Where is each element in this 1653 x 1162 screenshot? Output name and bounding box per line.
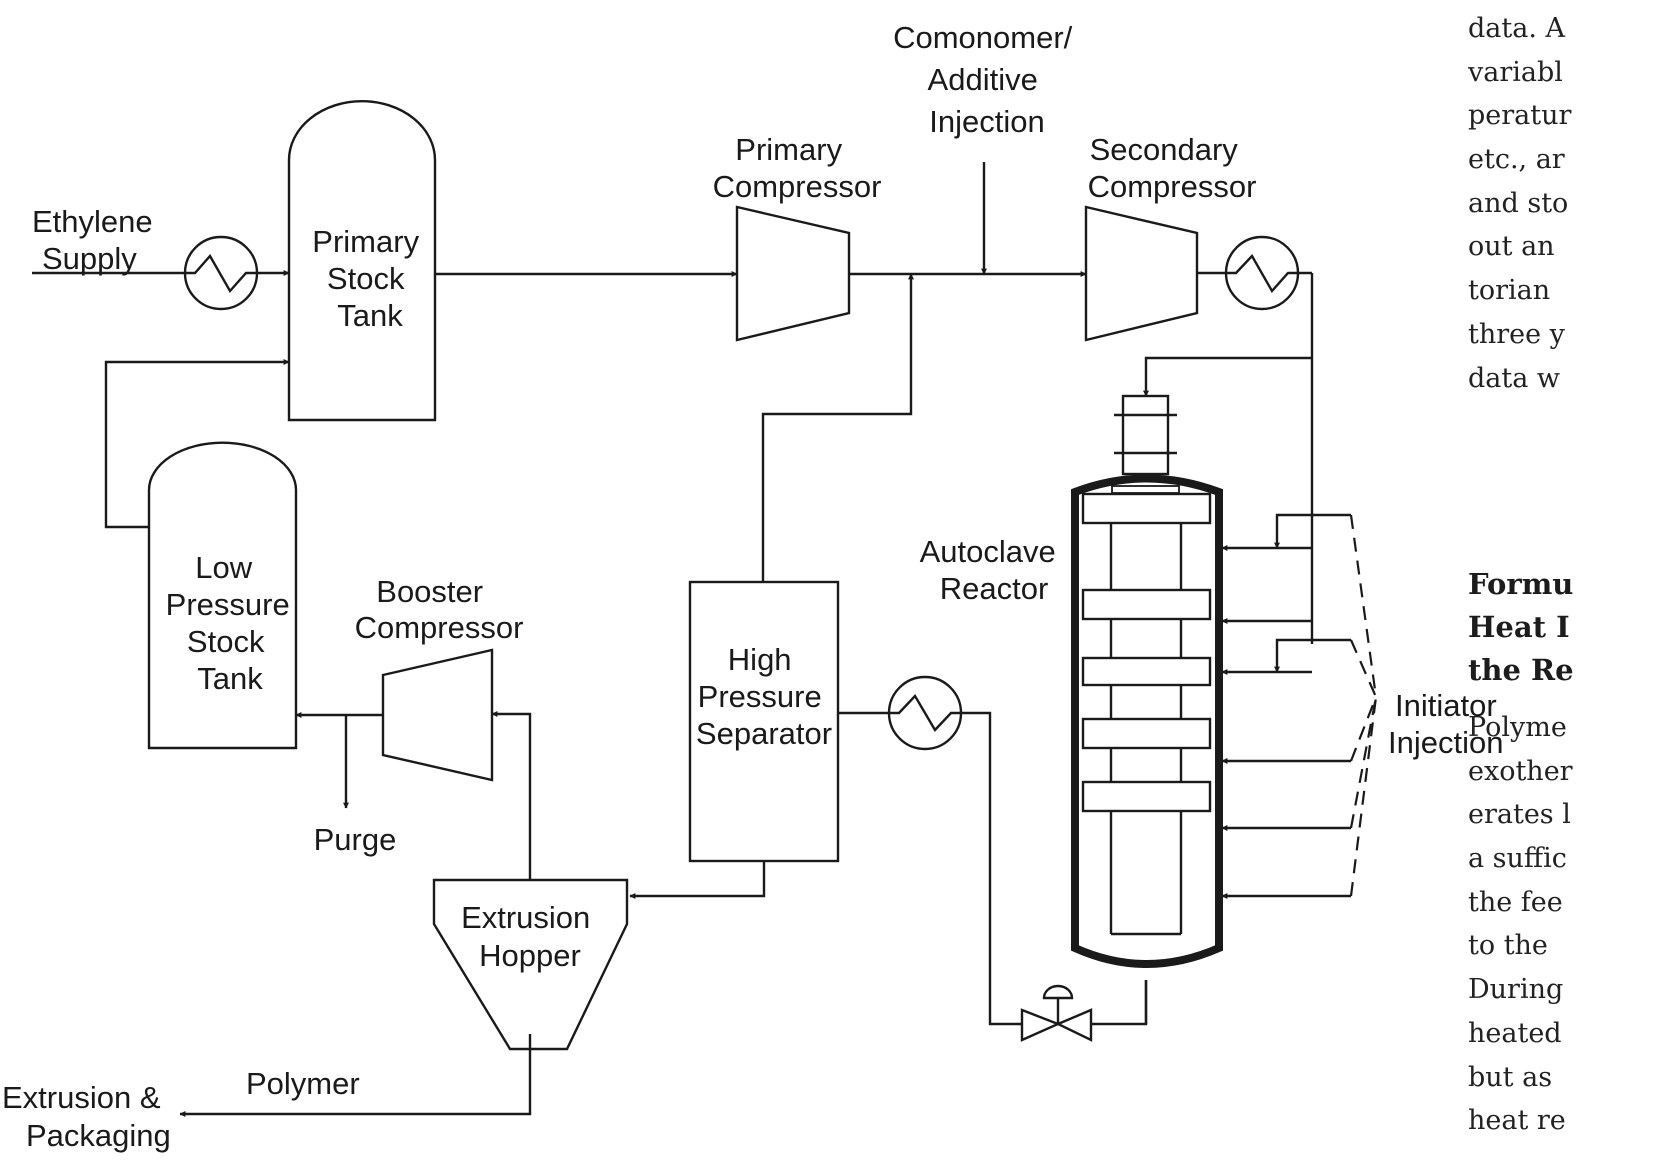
text-line: out an [1468, 231, 1555, 263]
valve-icon [1020, 984, 1093, 1042]
text-line: three y [1468, 318, 1565, 350]
label-extrusion-hopper: Extrusion Hopper [461, 900, 599, 973]
text-line: the fee [1468, 886, 1563, 918]
text-line: heat re [1468, 1105, 1566, 1137]
primary-compressor [735, 205, 851, 342]
label-polymer: Polymer [246, 1066, 360, 1101]
text-line: variabl [1468, 56, 1563, 88]
heat-exchanger-icon [183, 235, 259, 311]
text-line: peratur [1468, 100, 1572, 132]
text-line: but as [1468, 1061, 1553, 1093]
extrusion-hopper [432, 878, 629, 1051]
text-line: to the [1468, 930, 1548, 962]
heading-line: Formu [1468, 567, 1574, 601]
label-autoclave-reactor: Autoclave Reactor [920, 534, 1065, 606]
text-line: data w [1468, 362, 1561, 394]
initiator-brace [1349, 514, 1378, 897]
text-line: etc., ar [1468, 144, 1565, 176]
paragraph-body: Polyme exother erates l a suffic the fee… [1468, 706, 1573, 1143]
autoclave-reactor [1071, 474, 1223, 1024]
label-booster-compressor: Booster Compressor [355, 574, 524, 645]
booster-compressor [381, 648, 494, 782]
text-line: torian [1468, 275, 1551, 307]
text-line: and sto [1468, 187, 1569, 219]
initiator-branch [1274, 513, 1351, 549]
text-line: heated [1468, 1017, 1562, 1049]
hopper-recycle-line [491, 711, 532, 880]
reactor-outlet-line [1091, 980, 1148, 1026]
heading-line: Heat I [1468, 610, 1570, 644]
flow-line [960, 711, 1022, 1026]
heat-exchanger-icon [1224, 235, 1312, 311]
text-line: Polyme [1468, 712, 1567, 743]
recycle-line [104, 359, 290, 529]
paragraph-top: data. A variabl peratur etc., ar and sto… [1468, 7, 1571, 400]
heat-exchanger-icon [887, 675, 963, 751]
label-ethylene-supply: Ethylene Supply [32, 204, 161, 276]
text-line: During [1468, 974, 1564, 1006]
label-high-pressure-separator: High Pressure Separator [696, 642, 832, 751]
high-pressure-separator [688, 580, 840, 863]
label-secondary-compressor: Secondary Compressor [1088, 132, 1257, 204]
page-text-column: data. A variabl peratur etc., ar and sto… [1468, 0, 1653, 1162]
polymer-line [179, 1034, 532, 1117]
label-comonomer-injection: Comonomer/ Additive Injection [893, 20, 1081, 139]
text-line: erates l [1468, 799, 1571, 831]
text-line: a suffic [1468, 843, 1567, 875]
label-primary-stock-tank: Primary Stock Tank [312, 224, 427, 333]
feed-branch-top [1143, 356, 1312, 397]
label-initiator-injection: Initiator Injection [1388, 688, 1505, 760]
label-primary-compressor: Primary Compressor [713, 132, 882, 204]
secondary-compressor [1084, 205, 1199, 342]
label-low-pressure-stock-tank: Low Pressure Stock Tank [166, 550, 299, 696]
primary-stock-tank [287, 100, 437, 422]
label-extrusion-packaging: Extrusion & Packaging [2, 1080, 171, 1153]
autoclave-motor [1114, 394, 1177, 487]
heading-line: the Re [1468, 653, 1574, 687]
text-line: data. A [1468, 13, 1565, 44]
hp-recycle-line [761, 273, 914, 582]
flow-line [629, 861, 766, 899]
section-heading: Formu Heat I the Re [1468, 563, 1574, 692]
text-line: exother [1468, 755, 1573, 787]
low-pressure-stock-tank [147, 441, 298, 750]
label-purge: Purge [314, 822, 397, 857]
initiator-branch [1274, 638, 1351, 673]
